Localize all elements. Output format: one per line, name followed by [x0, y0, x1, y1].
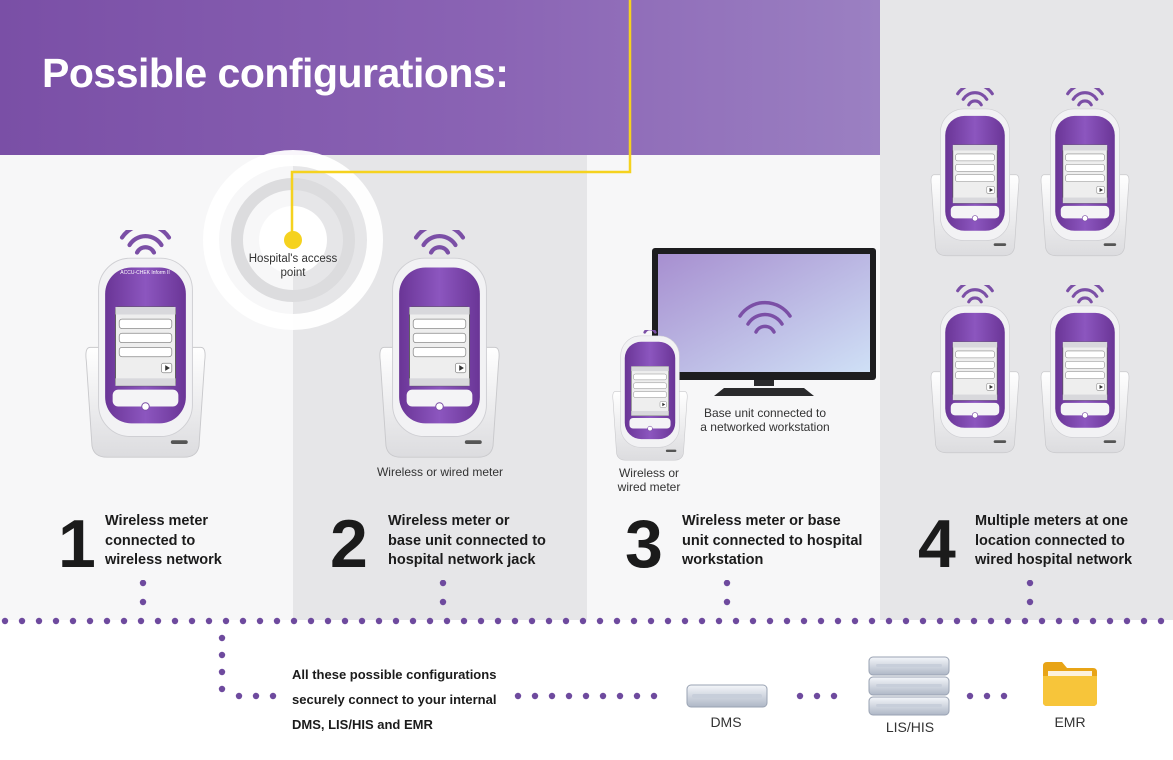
meter-config-3	[611, 330, 689, 462]
emr-folder-icon	[1043, 662, 1097, 706]
meter-config-4-b	[1040, 88, 1130, 258]
networked-workstation-monitor	[652, 248, 876, 396]
meter-config-4-d	[1040, 285, 1130, 455]
config-3-meter-caption: Wireless or wired meter	[617, 466, 681, 494]
meter-config-2	[372, 230, 507, 460]
access-point-label: Hospital's access point	[248, 253, 338, 279]
config-3-number: 3	[625, 506, 663, 582]
access-point-graphic	[203, 0, 632, 330]
config-1-description: Wireless meter connected to wireless net…	[105, 513, 222, 568]
summary-text: All these possible configurations secure…	[292, 667, 497, 732]
access-point-dot	[284, 231, 302, 249]
page-title: Possible configurations:	[42, 50, 509, 96]
network-dotted-lines	[1, 580, 1165, 700]
meter-config-4-c	[930, 285, 1020, 455]
config-1-number: 1	[58, 506, 96, 582]
config-4-number: 4	[918, 506, 956, 582]
lis-his-server-icon	[868, 656, 950, 716]
meter-config-4-a	[930, 88, 1020, 258]
config-3-description: Wireless meter or base unit connected to…	[682, 513, 863, 568]
header-banner: Possible configurations:	[0, 0, 880, 155]
dms-device-icon	[686, 684, 768, 708]
emr-label: EMR	[1054, 714, 1086, 730]
config-2-caption: Wireless or wired meter	[376, 465, 504, 479]
meter-config-1	[78, 230, 213, 460]
lis-his-label: LIS/HIS	[885, 719, 935, 735]
dms-label: DMS	[710, 714, 742, 730]
config-3-base-caption: Base unit connected to a networked works…	[700, 406, 830, 434]
panel-config-4	[880, 0, 1173, 620]
meter-brand: ACCU-CHEK Inform II	[120, 270, 170, 276]
config-2-description: Wireless meter or base unit connected to…	[388, 513, 546, 568]
config-2-number: 2	[330, 506, 368, 582]
config-4-description: Multiple meters at one location connecte…	[975, 513, 1133, 568]
